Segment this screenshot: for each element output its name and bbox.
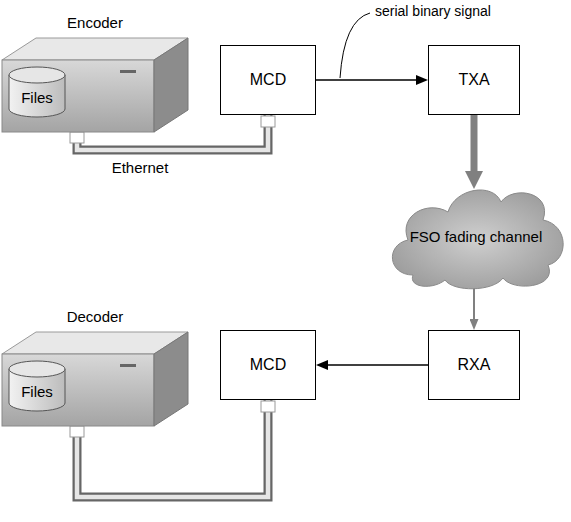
cable-plug (70, 426, 84, 437)
box-label: TXA (458, 71, 489, 89)
cylinder-top (9, 361, 65, 377)
cable-plug (70, 132, 84, 143)
server-front (2, 60, 154, 132)
storage-cylinder: Files (8, 66, 66, 118)
server-slot (120, 70, 136, 73)
connector-group (474, 115, 475, 171)
signal-arrow (316, 79, 416, 81)
server-slot (120, 364, 136, 367)
server-illustration: EncoderFiles (2, 12, 188, 134)
server-side (154, 38, 188, 132)
server-illustration: DecoderFiles (2, 306, 188, 428)
device-box: MCD (220, 330, 316, 400)
signal-arrow (328, 364, 428, 366)
storage-label: Files (21, 381, 53, 403)
connector-group (474, 288, 475, 319)
cable-label: Ethernet (112, 159, 169, 176)
cable-plug (261, 401, 275, 412)
signal-callout: serial binary signal (375, 3, 491, 19)
server-side (154, 332, 188, 426)
device-box: MCD (220, 45, 316, 115)
device-box: RXA (428, 330, 520, 400)
storage-label: Files (21, 87, 53, 109)
signal-arrow (471, 115, 478, 171)
leader-line (340, 13, 370, 78)
server-front (2, 354, 154, 426)
cable-plug (261, 116, 275, 127)
device-box: TXA (428, 45, 520, 115)
server-title: Decoder (2, 306, 188, 328)
cloud-outline (392, 190, 563, 289)
server-title: Encoder (2, 12, 188, 34)
storage-cylinder: Files (8, 360, 66, 412)
channel-cloud: FSO fading channel (383, 180, 569, 292)
box-label: RXA (458, 356, 491, 374)
connector-group (328, 365, 428, 366)
signal-arrow (473, 288, 475, 319)
box-label: MCD (250, 71, 286, 89)
cloud-label: FSO fading channel (410, 228, 543, 245)
cylinder-top (9, 67, 65, 83)
connector-group (316, 80, 416, 81)
edge-layer (70, 80, 474, 497)
box-label: MCD (250, 356, 286, 374)
